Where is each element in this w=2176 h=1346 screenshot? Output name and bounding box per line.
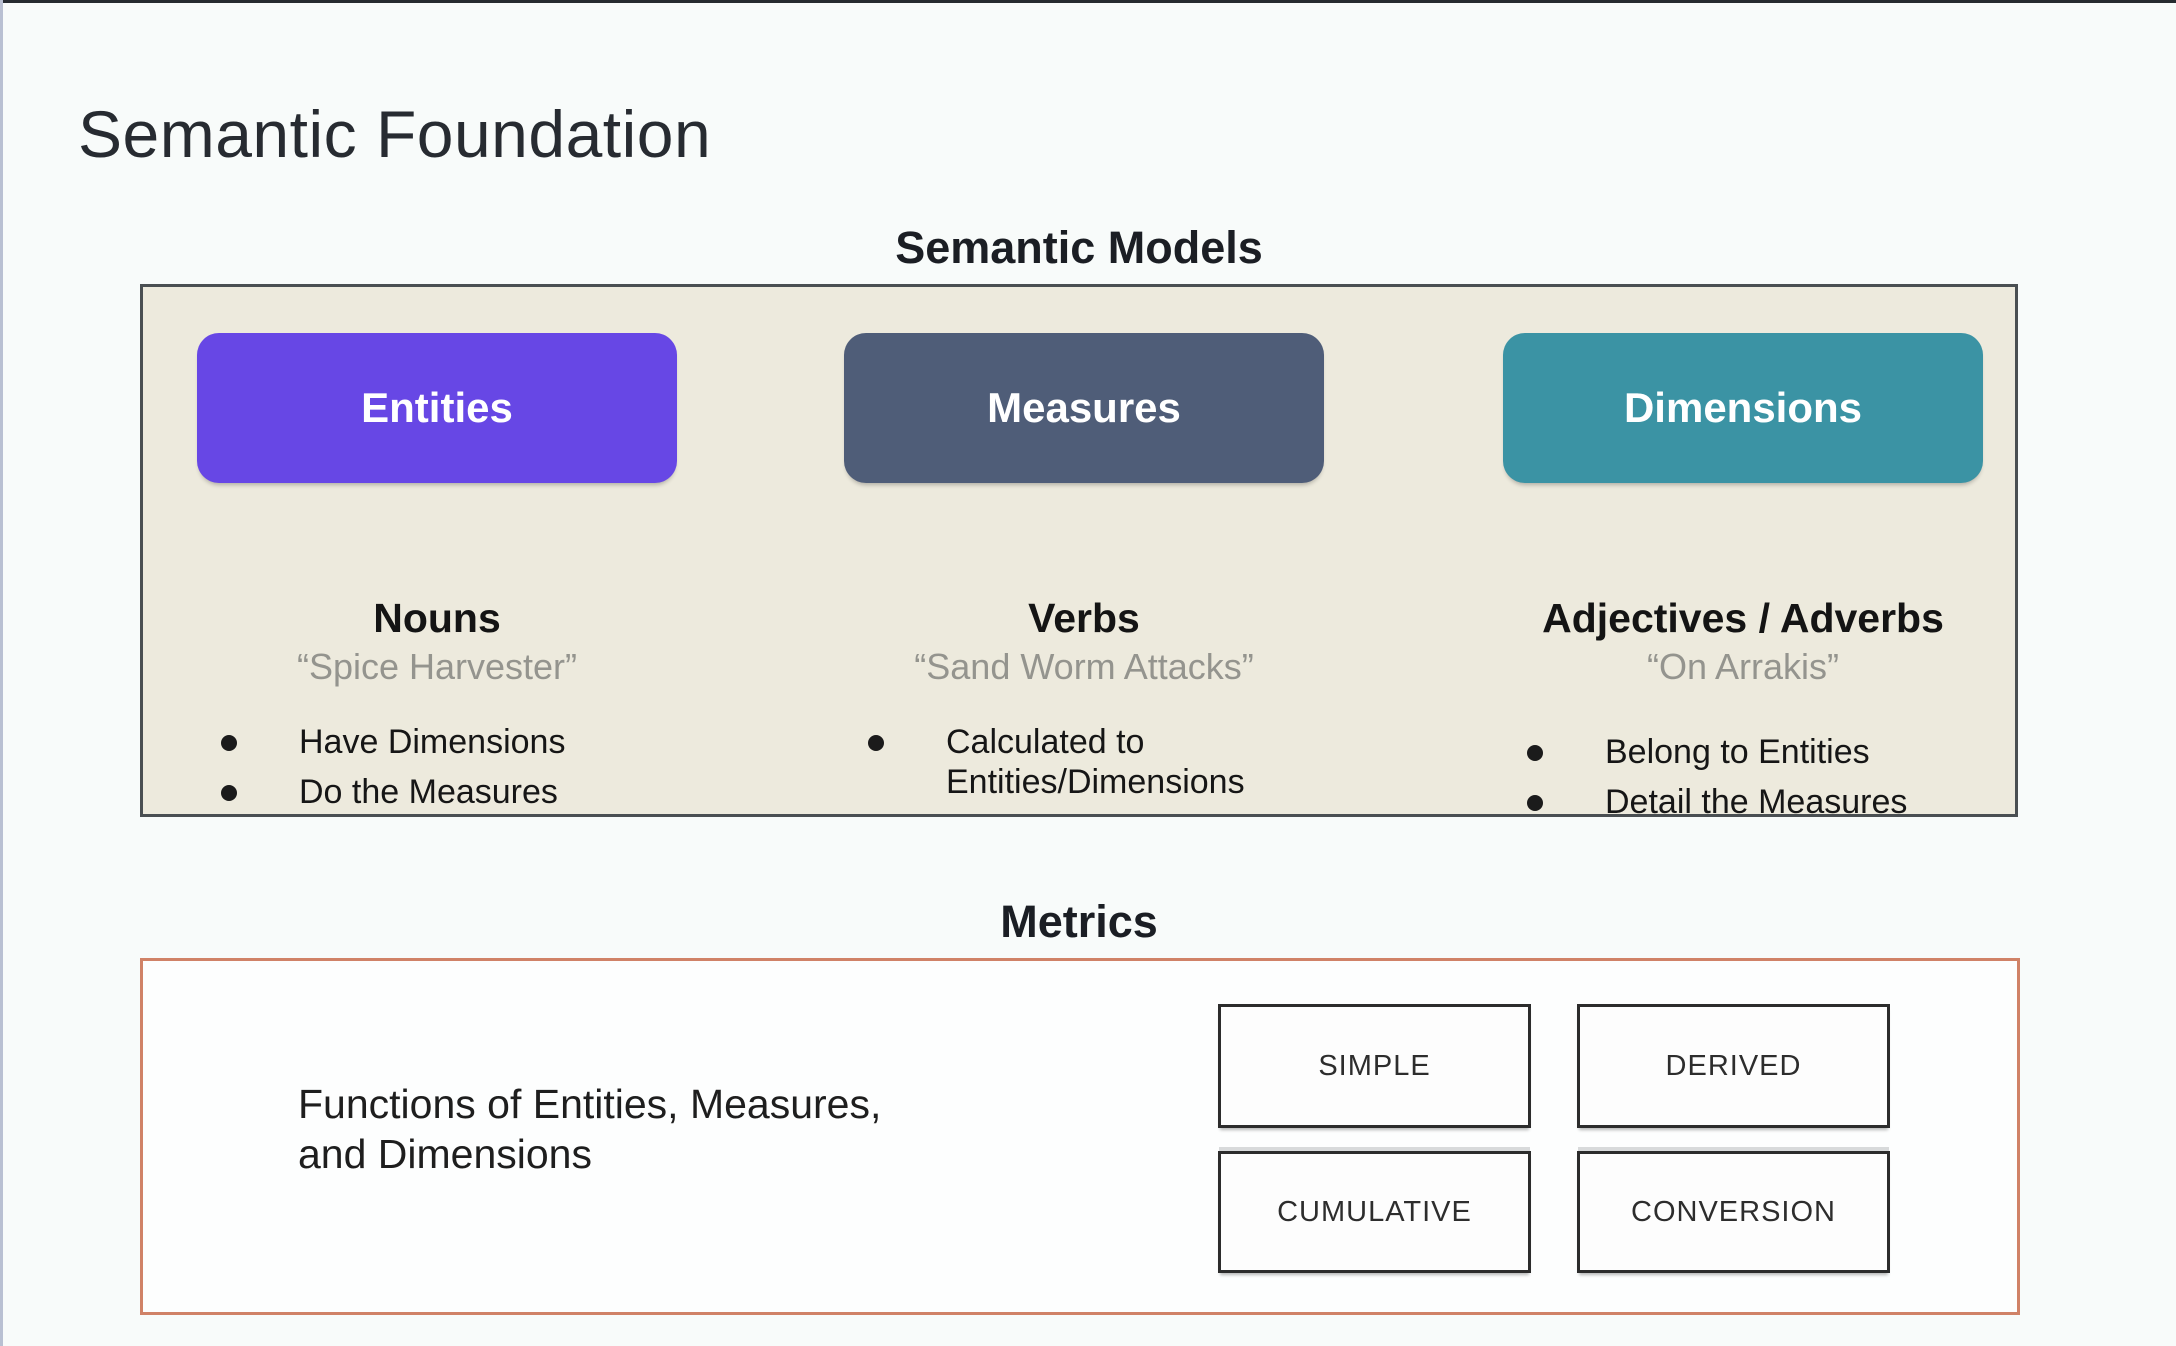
bullet-text: Belong to Entities bbox=[1605, 733, 1870, 771]
entities-pill: Entities bbox=[197, 333, 677, 483]
semantic-models-panel: Entities Nouns “Spice Harvester” Have Di… bbox=[140, 284, 2018, 821]
list-item: Calculated to Entities/Dimensions bbox=[868, 722, 1364, 802]
slide-title: Semantic Foundation bbox=[78, 97, 712, 172]
semantic-models-heading: Semantic Models bbox=[895, 222, 1263, 273]
dimensions-bullet-list: Belong to Entities Detail the Measures bbox=[1463, 732, 2023, 822]
list-item: Belong to Entities bbox=[1527, 732, 2023, 772]
metrics-description: Functions of Entities, Measures, and Dim… bbox=[298, 1079, 881, 1179]
metrics-description-line1: Functions of Entities, Measures, bbox=[298, 1081, 882, 1127]
measures-column: Measures Verbs “Sand Worm Attacks” Calcu… bbox=[804, 287, 1364, 820]
entities-column: Entities Nouns “Spice Harvester” Have Di… bbox=[157, 287, 717, 820]
metric-type-simple: SIMPLE bbox=[1218, 1004, 1531, 1128]
bullet-text: Do the Measures bbox=[299, 773, 558, 812]
metrics-description-line2: and Dimensions bbox=[298, 1131, 592, 1178]
entities-bullet-list: Have Dimensions Do the Measures bbox=[157, 722, 717, 812]
dimensions-subheading: Adjectives / Adverbs bbox=[1542, 595, 1944, 641]
slide-frame-top-border bbox=[0, 0, 2176, 3]
bullet-text: Detail the Measures bbox=[1605, 783, 1908, 822]
list-item: Have Dimensions bbox=[221, 722, 717, 762]
dimensions-column: Dimensions Adjectives / Adverbs “On Arra… bbox=[1463, 287, 2023, 822]
bullet-text: Have Dimensions bbox=[299, 723, 566, 761]
bullet-dot-icon bbox=[221, 785, 237, 802]
list-item: Do the Measures bbox=[221, 772, 717, 812]
metric-type-conversion: CONVERSION bbox=[1577, 1151, 1890, 1273]
metrics-heading: Metrics bbox=[1000, 896, 1158, 947]
dimensions-pill: Dimensions bbox=[1503, 333, 1983, 483]
bullet-text: Calculated to Entities/Dimensions bbox=[946, 723, 1245, 802]
entities-quote: “Spice Harvester” bbox=[296, 646, 578, 687]
bullet-dot-icon bbox=[868, 735, 884, 751]
metrics-panel: Functions of Entities, Measures, and Dim… bbox=[140, 958, 2020, 1315]
bullet-dot-icon bbox=[1527, 795, 1543, 812]
measures-bullet-list: Calculated to Entities/Dimensions bbox=[804, 722, 1364, 802]
measures-subheading: Verbs bbox=[1028, 595, 1140, 641]
dimensions-quote: “On Arrakis” bbox=[1646, 646, 1840, 687]
bullet-dot-icon bbox=[1527, 745, 1543, 761]
metric-type-cumulative: CUMULATIVE bbox=[1218, 1151, 1531, 1273]
bullet-dot-icon bbox=[221, 735, 237, 751]
entities-subheading: Nouns bbox=[373, 595, 501, 641]
slide-frame-left-border bbox=[0, 0, 3, 1346]
measures-quote: “Sand Worm Attacks” bbox=[914, 646, 1254, 687]
measures-pill: Measures bbox=[844, 333, 1324, 483]
list-item: Detail the Measures bbox=[1527, 782, 2023, 822]
metric-type-derived: DERIVED bbox=[1577, 1004, 1890, 1128]
